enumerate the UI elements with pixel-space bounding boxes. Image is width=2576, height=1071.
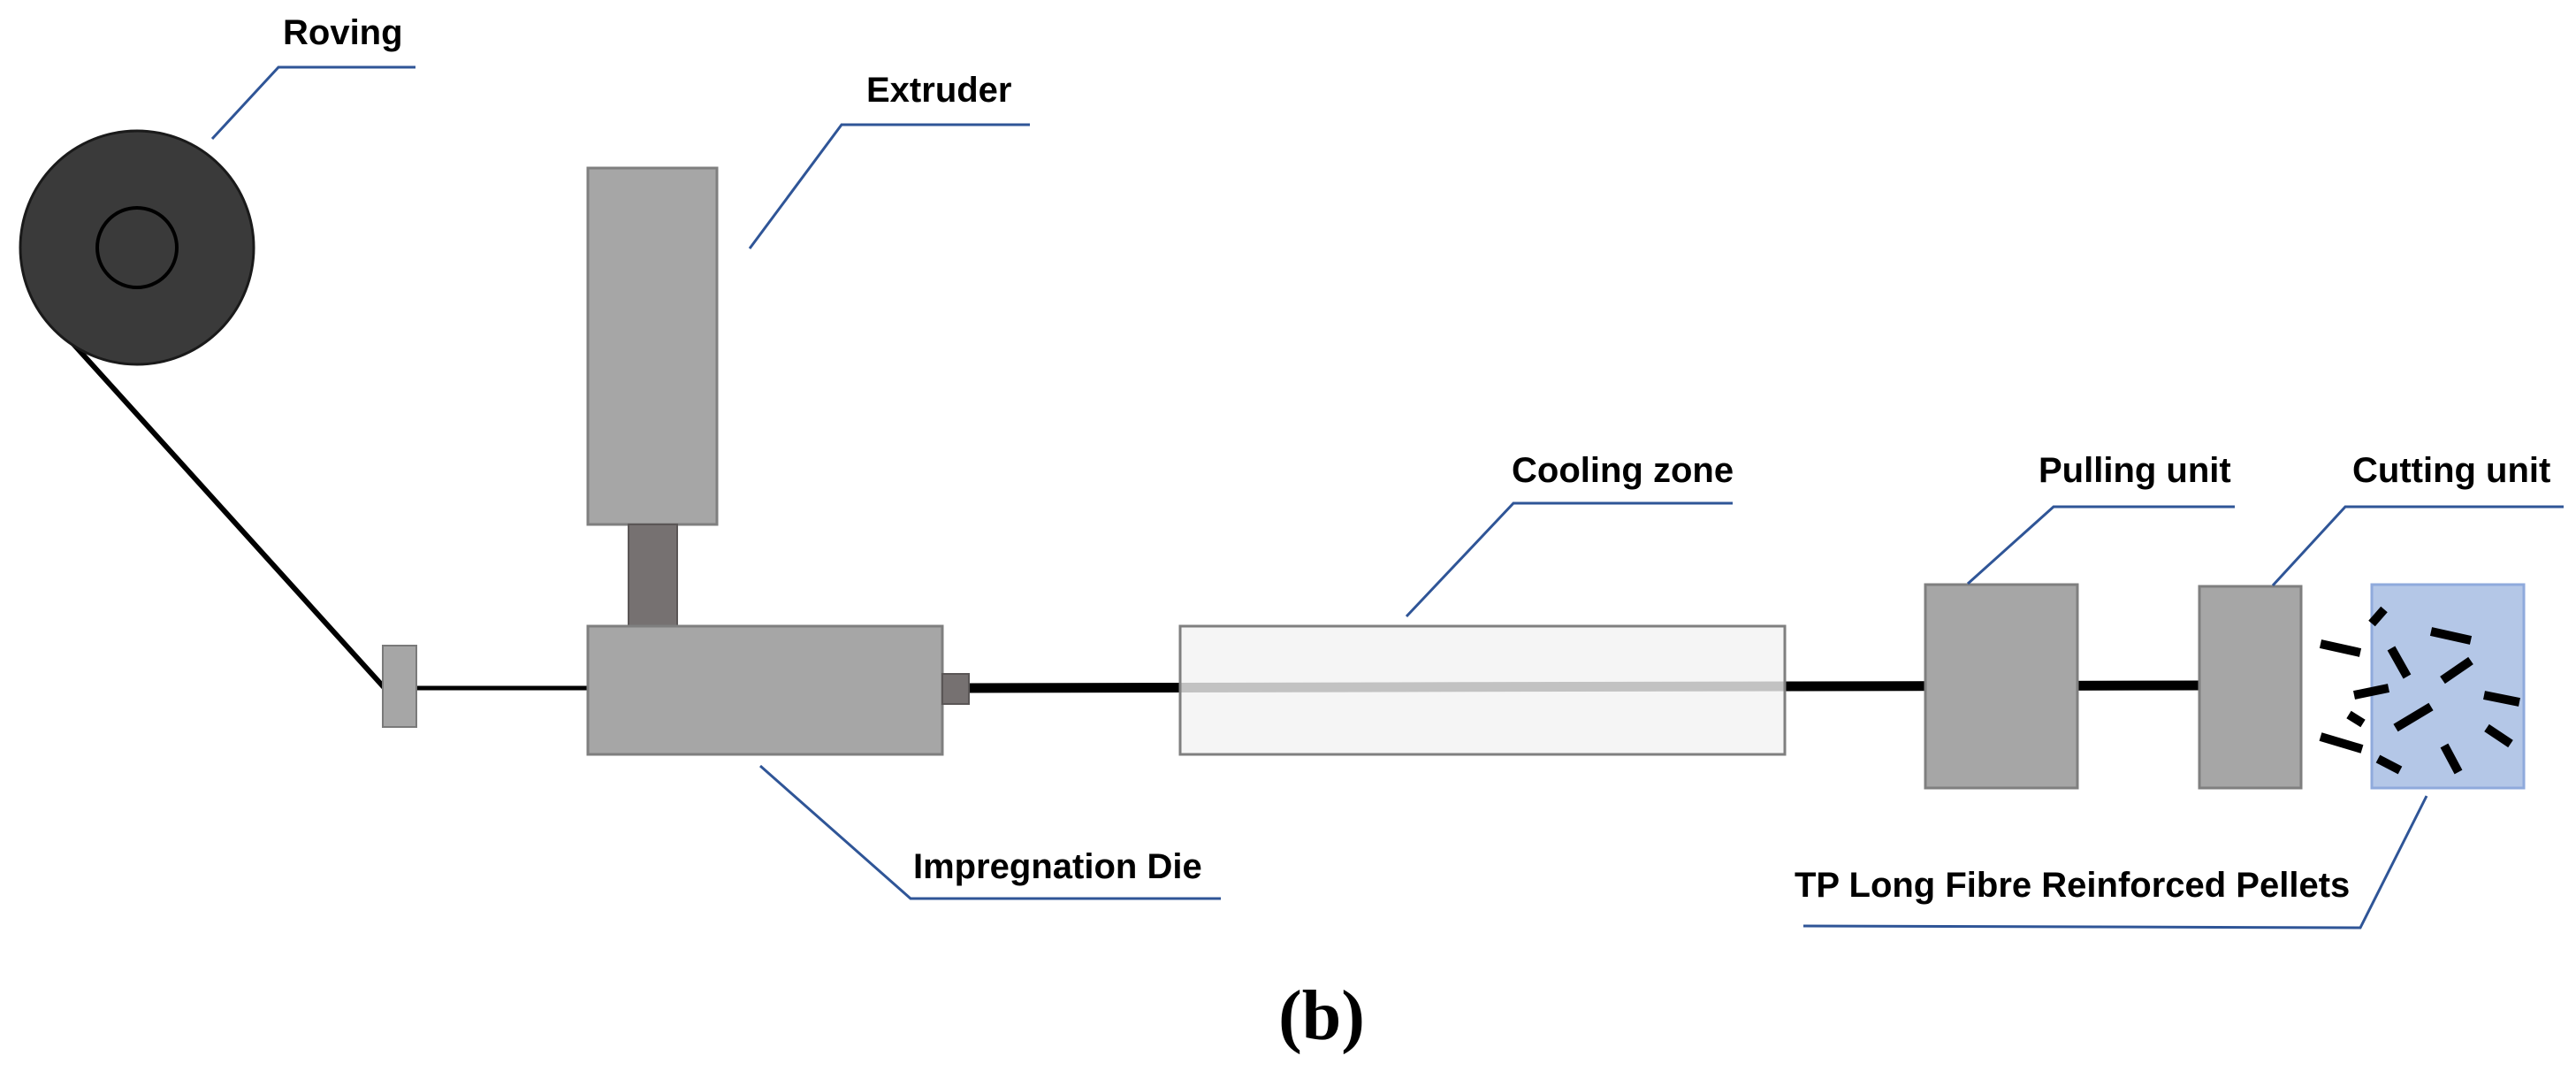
pulling-unit-leader	[1966, 505, 2235, 585]
label-pellets: TP Long Fibre Reinforced Pellets	[1795, 866, 2350, 905]
label-roving: Roving	[283, 13, 403, 52]
pellet-icon	[2375, 754, 2403, 775]
pellet-icon	[2346, 710, 2366, 728]
cooling-zone	[1178, 624, 1787, 756]
leader-lines	[210, 65, 2564, 929]
pellet-icon	[2429, 627, 2473, 645]
impregnation-die-leader	[759, 764, 1221, 900]
pellet-icon	[2440, 743, 2463, 775]
roving-leader	[210, 65, 415, 141]
extruder-neck	[628, 524, 678, 627]
label-impregnation-die: Impregnation Die	[913, 847, 1202, 886]
cutting-unit	[2198, 585, 2303, 790]
label-cutting-unit: Cutting unit	[2352, 451, 2550, 490]
cooling-zone-leader	[1405, 501, 1733, 618]
pellets-leader	[1802, 795, 2428, 929]
label-pulling-unit: Pulling unit	[2039, 451, 2231, 490]
fibre-from-spool	[46, 314, 387, 691]
label-cooling-zone: Cooling zone	[1512, 451, 1734, 490]
extruder-leader	[748, 123, 1030, 249]
spool-hub	[95, 206, 179, 289]
pellet-icon	[2368, 606, 2388, 627]
pellet-icon	[2319, 639, 2362, 657]
pellet-icon	[2393, 702, 2434, 732]
die-nozzle	[941, 673, 970, 705]
pellet-icon	[2352, 684, 2390, 700]
pellet-icon	[2319, 732, 2364, 754]
cutting-unit-leader	[2271, 505, 2564, 587]
label-extruder: Extruder	[866, 71, 1012, 110]
pulling-unit	[1924, 583, 2079, 790]
pellets	[2319, 606, 2520, 775]
pellet-icon	[2387, 646, 2412, 679]
roving-spool	[19, 129, 255, 366]
extruder-body	[586, 166, 719, 526]
pellet-icon	[2484, 723, 2513, 748]
pellet-icon	[2440, 656, 2473, 685]
pellet-icon	[2483, 691, 2520, 707]
fibre-guide	[382, 645, 417, 728]
impregnation-die	[586, 624, 944, 756]
figure-caption: (b)	[1278, 977, 1365, 1055]
